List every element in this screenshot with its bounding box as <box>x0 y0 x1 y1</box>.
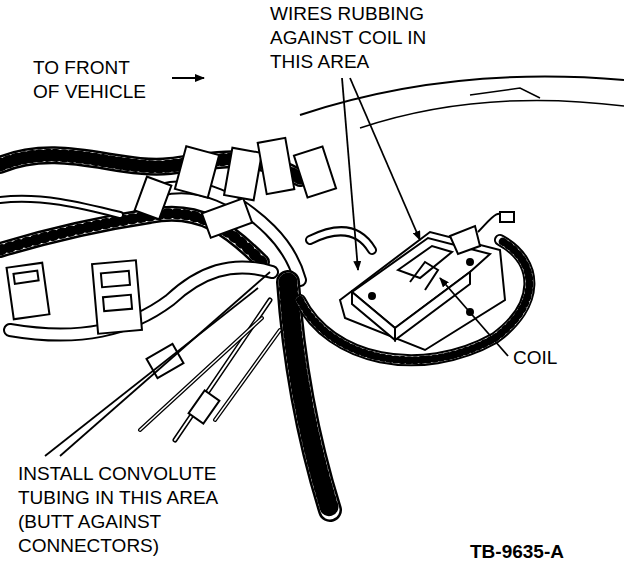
callout-note: WIRES RUBBING AGAINST COIL IN THIS AREA <box>270 2 430 74</box>
instruction-note: INSTALL CONVOLUTE TUBING IN THIS AREA (B… <box>18 462 222 558</box>
direction-note: TO FRONT OF VEHICLE <box>33 56 151 104</box>
part-name: COIL <box>513 346 557 370</box>
figure-number: TB-9635-A <box>470 540 564 564</box>
